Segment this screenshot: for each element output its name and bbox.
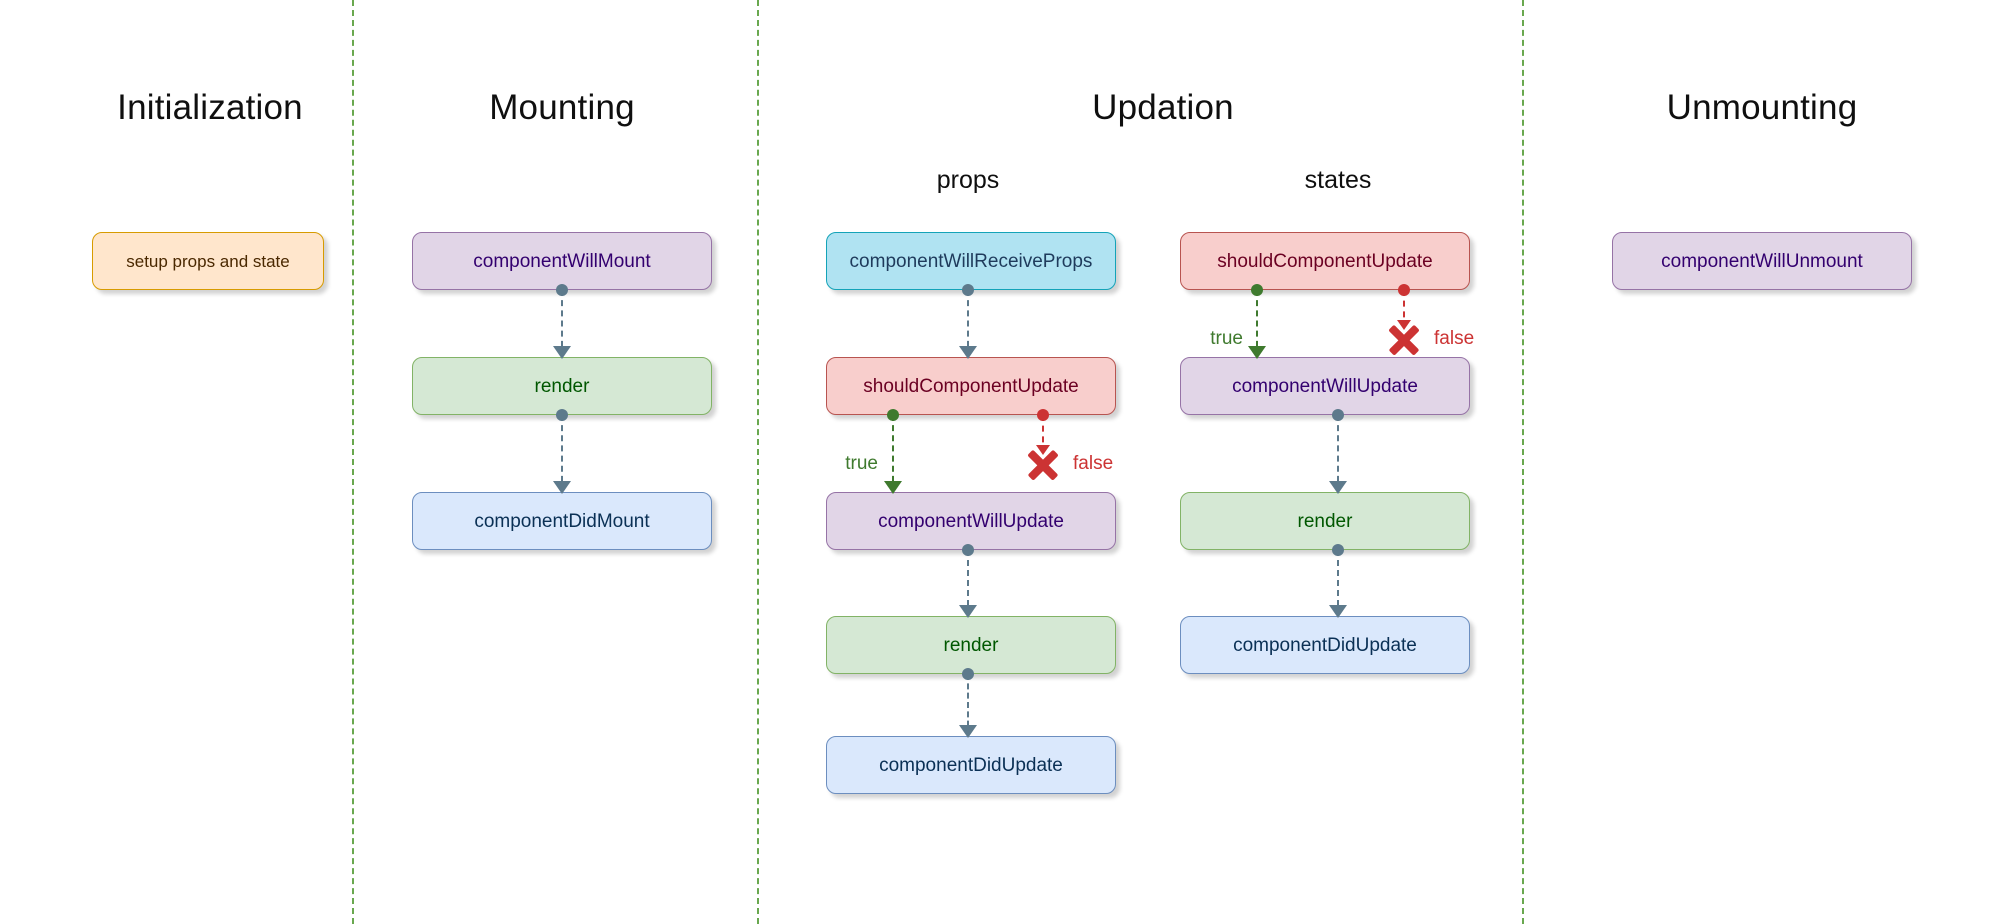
phase-title-updation: Updation [1092, 88, 1234, 127]
connector-arrowhead [959, 725, 977, 738]
connector-source-dot [1251, 284, 1263, 296]
connector-source-dot [1332, 544, 1344, 556]
lifecycle-node: componentDidUpdate [826, 736, 1116, 794]
connector-line [1403, 290, 1405, 328]
connector-line [1337, 415, 1339, 492]
connector-source-dot [962, 284, 974, 296]
connector-line [1337, 550, 1339, 616]
connector-line [1256, 290, 1258, 357]
connector-arrowhead [959, 346, 977, 359]
stop-x-icon [1386, 322, 1422, 358]
connector-arrowhead [1036, 445, 1050, 455]
phase-title-mounting: Mounting [489, 88, 635, 127]
connector-source-dot [556, 284, 568, 296]
connector-source-dot [962, 544, 974, 556]
connector-source-dot [556, 409, 568, 421]
connector-source-dot [887, 409, 899, 421]
connector-normal [542, 284, 582, 359]
connector-arrowhead [553, 346, 571, 359]
connector-arrowhead [959, 605, 977, 618]
column-divider-2 [757, 0, 759, 924]
connector-arrowhead [1397, 320, 1411, 330]
branch-label-false: false [1434, 328, 1475, 349]
connector-normal [948, 284, 988, 359]
branch-label-true: true [1210, 328, 1243, 349]
connector-line [967, 550, 969, 616]
lifecycle-node: componentWillReceiveProps [826, 232, 1116, 290]
connector-line [561, 290, 563, 357]
lifecycle-node: componentWillUpdate [826, 492, 1116, 550]
connector-arrowhead [1329, 605, 1347, 618]
connector-arrowhead [1329, 481, 1347, 494]
connector-normal [542, 409, 582, 494]
lifecycle-node: shouldComponentUpdate [826, 357, 1116, 415]
phase-title-initialization: Initialization [117, 88, 303, 127]
lifecycle-node: shouldComponentUpdate [1180, 232, 1470, 290]
branch-label-false: false [1073, 453, 1114, 474]
connector-false [1384, 284, 1424, 330]
phase-title-unmounting: Unmounting [1666, 88, 1858, 127]
lifecycle-node: componentDidUpdate [1180, 616, 1470, 674]
connector-arrowhead [884, 481, 902, 494]
lifecycle-node: render [1180, 492, 1470, 550]
connector-source-dot [1398, 284, 1410, 296]
connector-line [967, 674, 969, 736]
connector-true [1237, 284, 1277, 359]
lifecycle-node: componentWillUpdate [1180, 357, 1470, 415]
lifecycle-node: render [412, 357, 712, 415]
connector-normal [948, 544, 988, 618]
connector-source-dot [962, 668, 974, 680]
connector-source-dot [1332, 409, 1344, 421]
connector-line [967, 290, 969, 357]
connector-line [1042, 415, 1044, 453]
lifecycle-node: render [826, 616, 1116, 674]
lifecycle-node: componentDidMount [412, 492, 712, 550]
branch-label-true: true [845, 453, 878, 474]
sub-title-states: states [1304, 166, 1372, 194]
connector-normal [1318, 544, 1358, 618]
connector-normal [948, 668, 988, 738]
stop-x-icon [1025, 447, 1061, 483]
lifecycle-node: componentWillMount [412, 232, 712, 290]
connector-true [873, 409, 913, 494]
connector-source-dot [1037, 409, 1049, 421]
column-divider-3 [1522, 0, 1524, 924]
connector-normal [1318, 409, 1358, 494]
connector-line [892, 415, 894, 492]
connector-false [1023, 409, 1063, 455]
connector-arrowhead [553, 481, 571, 494]
sub-title-props: props [936, 166, 1000, 194]
lifecycle-node: componentWillUnmount [1612, 232, 1912, 290]
connector-arrowhead [1248, 346, 1266, 359]
column-divider-1 [352, 0, 354, 924]
lifecycle-node: setup props and state [92, 232, 324, 290]
connector-line [561, 415, 563, 492]
